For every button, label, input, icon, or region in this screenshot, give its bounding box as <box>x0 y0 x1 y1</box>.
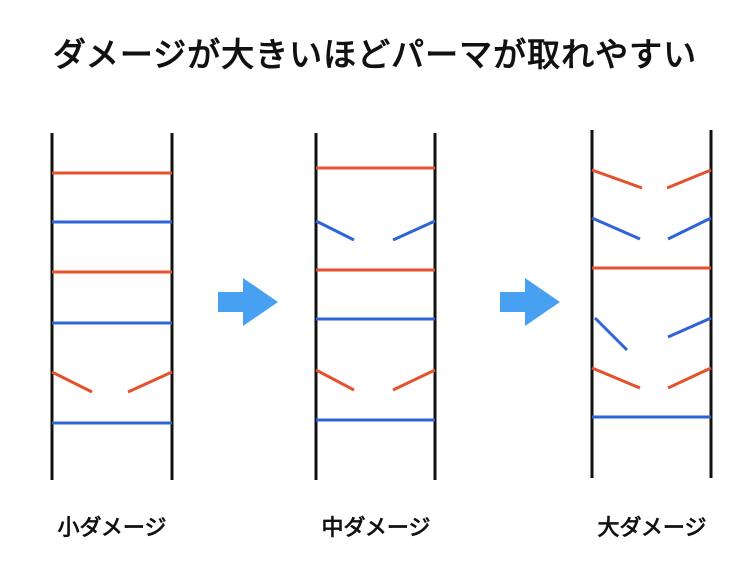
panel-small-damage <box>50 133 174 480</box>
bond-red-broken-left <box>51 370 93 394</box>
panel-large-damage <box>590 130 713 478</box>
bond-blue-broken-left <box>591 216 641 241</box>
caption-large-damage: 大ダメージ <box>597 516 707 541</box>
bond-red-broken-left <box>591 168 643 190</box>
bond-blue-broken-left <box>593 316 629 352</box>
page-title: ダメージが大きいほどパーマが取れやすい <box>52 35 698 74</box>
right-arrow-icon <box>500 278 560 326</box>
bond-blue-broken-right <box>667 316 712 339</box>
right-arrow-icon <box>218 278 278 326</box>
bond-red-broken-left <box>591 366 641 390</box>
bond-red-broken-right <box>127 370 173 394</box>
panel-medium-damage <box>314 133 437 480</box>
bond-red-broken-right <box>666 168 712 190</box>
bond-red-broken-left <box>315 368 355 392</box>
bond-red-broken-right <box>392 368 436 392</box>
caption-small-damage: 小ダメージ <box>57 516 167 541</box>
caption-medium-damage: 中ダメージ <box>321 516 431 541</box>
bond-blue-broken-right <box>667 216 712 241</box>
bond-blue-broken-left <box>315 219 355 242</box>
bond-red-broken-right <box>667 366 712 390</box>
bond-blue-broken-right <box>392 219 436 242</box>
